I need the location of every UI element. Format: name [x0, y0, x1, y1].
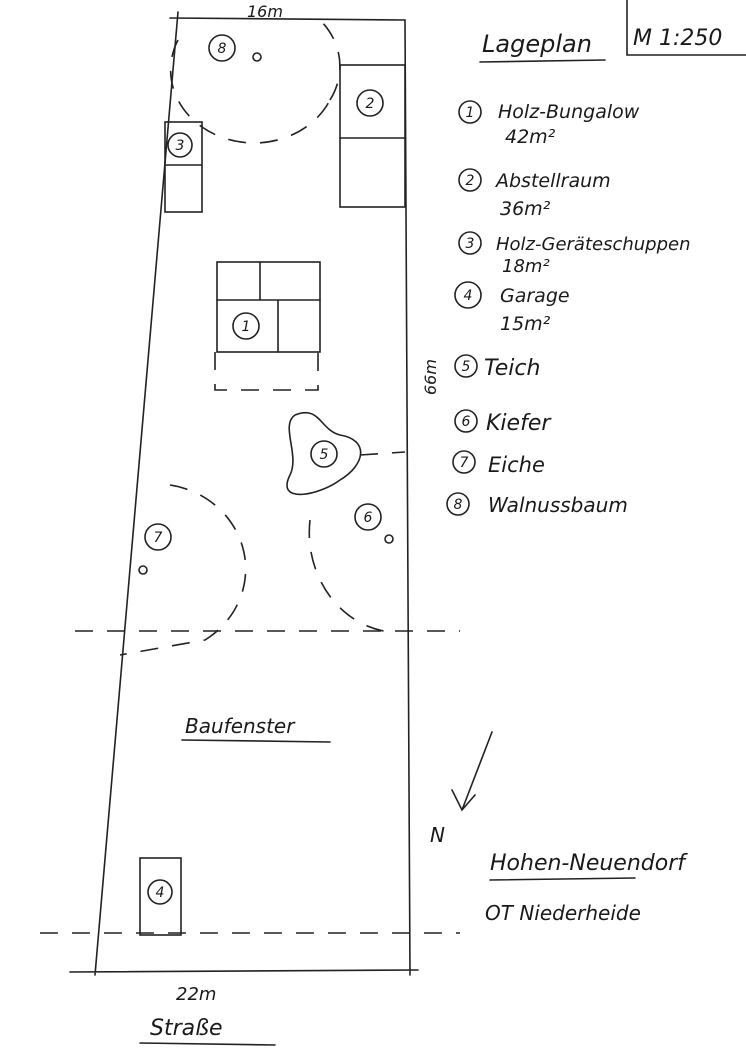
- tree-pine: 6: [308, 451, 406, 633]
- sketch-mark: [454, 354, 478, 378]
- label: 4: [156, 885, 165, 901]
- sketch-mark: [354, 503, 382, 531]
- label: Eiche: [488, 453, 545, 477]
- sketch-mark: [169, 19, 341, 144]
- pond: 5: [286, 412, 362, 496]
- legend-item: 7 Eiche: [452, 450, 545, 477]
- label: Abstellraum: [494, 170, 611, 192]
- label: 36m²: [500, 198, 551, 220]
- plot-boundary: [69, 11, 419, 976]
- sketch-mark: [310, 440, 338, 468]
- sketch-mark: [452, 450, 476, 474]
- sketch-mark: [626, 0, 746, 56]
- district-label: OT Niederheide: [485, 901, 641, 925]
- label: Kiefer: [486, 411, 552, 436]
- label: 42m²: [505, 126, 556, 148]
- sketch-mark: [458, 168, 482, 192]
- sketch-mark: [216, 261, 321, 353]
- sketch-mark: [308, 451, 406, 633]
- legend-item: 5 Teich: [454, 354, 540, 381]
- sketch-mark: [139, 1042, 276, 1046]
- label: 5: [320, 447, 329, 463]
- sketch-mark: [454, 281, 482, 309]
- label: 7: [460, 455, 469, 471]
- dimension-bottom: 22m: [176, 984, 216, 1005]
- north-arrow-icon: [451, 731, 493, 812]
- sketch-mark: [458, 231, 482, 255]
- tree-walnut: 8: [169, 19, 341, 144]
- sketch-mark: [69, 11, 419, 976]
- sketch-mark: [252, 52, 262, 62]
- legend-item: 8 Walnussbaum: [446, 492, 628, 517]
- building-bungalow: 1: [214, 261, 321, 391]
- sketch-mark: [138, 565, 148, 575]
- legend-item: 1 Holz-Bungalow 42m²: [458, 100, 640, 148]
- sketch-mark: [214, 352, 319, 391]
- sketch-mark: [454, 409, 478, 433]
- label: 2: [366, 96, 375, 112]
- street-label: Straße: [150, 1016, 223, 1041]
- label: 3: [176, 138, 185, 154]
- label: 3: [466, 236, 475, 252]
- label: Holz-Geräteschuppen: [496, 234, 691, 255]
- sketch-mark: [181, 739, 331, 743]
- label: Holz-Bungalow: [498, 101, 640, 123]
- tree-oak: 7: [119, 484, 247, 656]
- sketch-mark: [119, 484, 247, 656]
- label: Walnussbaum: [488, 493, 628, 517]
- building-garage: 4: [139, 857, 182, 936]
- sketch-mark: [167, 132, 193, 158]
- sketch-mark: [216, 261, 321, 353]
- sketch-mark: [144, 523, 172, 551]
- label: Teich: [484, 356, 540, 381]
- sketch-mark: [208, 34, 236, 62]
- dimension-side: 66m: [421, 359, 440, 395]
- legend-item: 4 Garage 15m²: [454, 281, 570, 335]
- sketch-mark: [458, 100, 482, 124]
- build-window-label: Baufenster: [185, 714, 296, 738]
- label: 5: [462, 359, 471, 375]
- plan-title: Lageplan: [482, 30, 592, 58]
- sketch-mark: [139, 857, 182, 936]
- sketch-mark: [164, 121, 203, 213]
- label: 8: [218, 41, 227, 57]
- label: 1: [466, 105, 475, 121]
- sketch-mark: [489, 877, 636, 881]
- legend-item: 2 Abstellraum 36m²: [458, 168, 611, 220]
- label: 7: [154, 530, 163, 546]
- north-label: N: [430, 823, 445, 847]
- sketch-mark: [232, 312, 260, 340]
- label: 4: [464, 288, 473, 304]
- sketch-mark: [286, 412, 362, 496]
- sketch-mark: [147, 879, 173, 905]
- label: 6: [364, 510, 373, 526]
- sketch-mark: [339, 64, 406, 208]
- label: 2: [466, 173, 475, 189]
- legend-item: 6 Kiefer: [454, 409, 552, 436]
- town-label: Hohen-Neuendorf: [490, 851, 688, 876]
- dimension-top: 16m: [247, 2, 283, 21]
- sketch-mark: [479, 59, 606, 63]
- label: 6: [462, 414, 471, 430]
- label: 15m²: [500, 313, 551, 335]
- label: Garage: [500, 285, 570, 307]
- building-shed: 3: [164, 121, 203, 213]
- sketch-mark: [384, 534, 394, 544]
- building-storage: 2: [339, 64, 406, 208]
- sketch-mark: [446, 492, 470, 516]
- sketch-mark: [356, 89, 384, 117]
- scale-label: M 1:250: [633, 26, 722, 51]
- label: 8: [454, 497, 463, 513]
- label: 1: [242, 319, 251, 335]
- label: 18m²: [502, 256, 550, 277]
- legend: 1 Holz-Bungalow 42m² 2 Abstellraum 36m² 3 …: [446, 100, 691, 517]
- sketch-mark: [451, 731, 493, 812]
